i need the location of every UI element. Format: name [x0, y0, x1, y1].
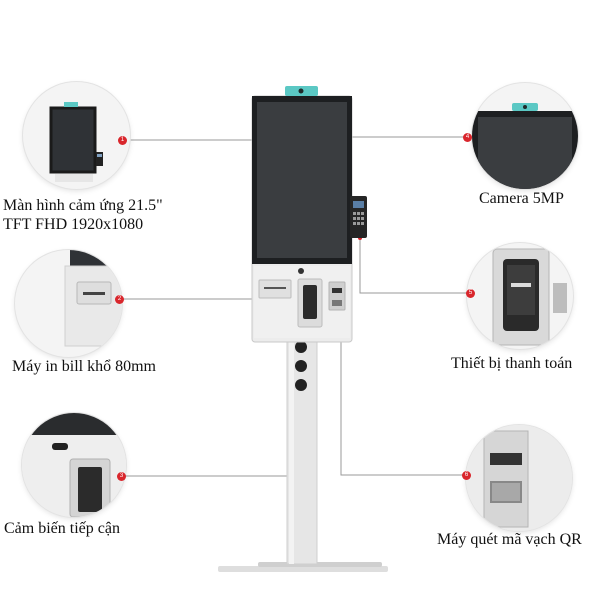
feature-2-thumbnail — [15, 250, 122, 357]
feature-1-thumbnail — [23, 82, 130, 189]
feature-3-badge: 3 — [117, 472, 126, 481]
feature-3-label: Cảm biến tiếp cận — [4, 520, 120, 537]
feature-1-label-line2: TFT FHD 1920x1080 — [3, 216, 144, 233]
feature-5-badge: 5 — [466, 289, 475, 298]
feature-6-label: Máy quét mã vạch QR — [437, 531, 582, 548]
feature-4-thumbnail — [472, 83, 578, 189]
feature-6-thumbnail — [466, 425, 572, 531]
feature-2-label: Máy in bill khổ 80mm — [12, 358, 156, 375]
feature-3-thumbnail — [22, 413, 126, 517]
connector-6 — [340, 315, 466, 476]
feature-5-thumbnail — [467, 243, 573, 349]
connector-5 — [359, 240, 471, 294]
feature-1-badge: 1 — [118, 136, 127, 145]
feature-2-badge: 2 — [115, 295, 124, 304]
feature-4-label: Camera 5MP — [479, 190, 564, 207]
feature-4-badge: 4 — [463, 133, 472, 142]
feature-1-label-line1: Màn hình cảm ứng 21.5" — [3, 197, 163, 214]
feature-6-badge: 6 — [462, 471, 471, 480]
feature-5-label: Thiết bị thanh toán — [451, 355, 573, 372]
